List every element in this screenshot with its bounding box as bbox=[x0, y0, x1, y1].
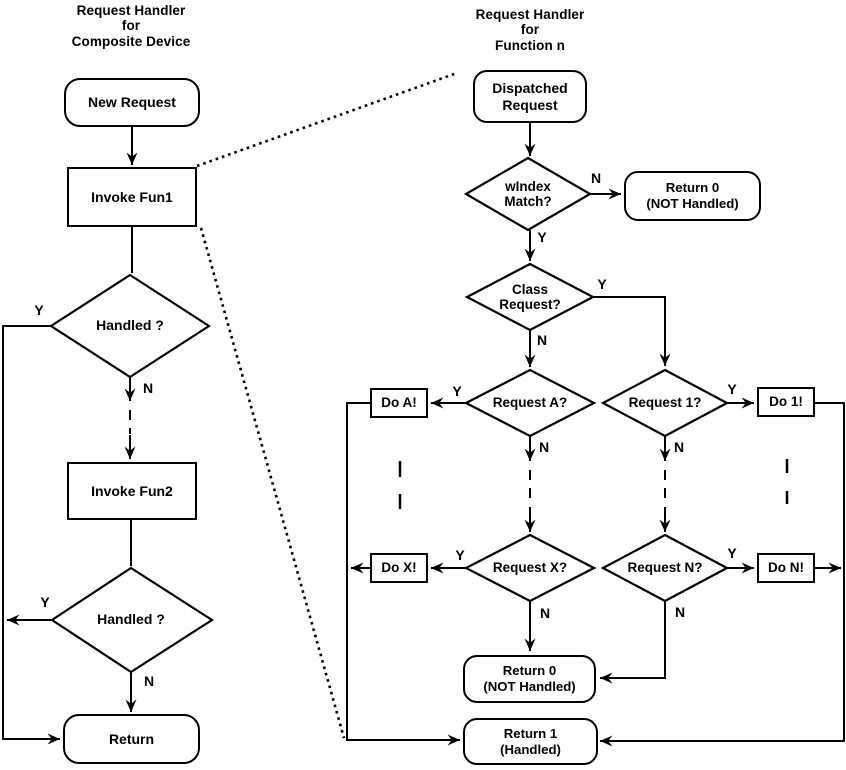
node-return1-line1: Return 1 bbox=[503, 725, 558, 741]
decision-handled2-label: Handled ? bbox=[62, 606, 200, 634]
node-new-request-label: New Request bbox=[88, 94, 176, 111]
node-return1-line2: (Handled) bbox=[500, 741, 561, 757]
node-invoke-fun1: Invoke Fun1 bbox=[67, 167, 197, 227]
edge-label-requestx-yes: Y bbox=[455, 547, 465, 563]
node-dispatched-request: Dispatched Request bbox=[473, 70, 587, 123]
decision-windex-line2: Match? bbox=[504, 194, 552, 209]
edge-label-windex-yes: Y bbox=[537, 229, 547, 245]
decision-class-line2: Request? bbox=[499, 297, 561, 312]
node-do-a-label: Do A! bbox=[381, 395, 417, 411]
node-return-left: Return bbox=[63, 714, 200, 764]
edge-handled1-yes-to-return bbox=[2, 325, 60, 745]
node-return0-top: Return 0 (NOT Handled) bbox=[624, 171, 761, 221]
edge-requestn-no-to-return0 bbox=[600, 601, 666, 684]
decision-requestn-text: Request N? bbox=[627, 560, 703, 576]
edge-label-requesta-yes: Y bbox=[452, 383, 462, 399]
node-return0-top-line1: Return 0 bbox=[665, 180, 720, 196]
edge-label-request1-no: N bbox=[673, 439, 685, 455]
edge-label-requestn-no: N bbox=[674, 604, 686, 620]
node-do-1-label: Do 1! bbox=[769, 394, 803, 410]
decision-requestn-label: Request N? bbox=[601, 554, 729, 582]
decision-requestx-label: Request X? bbox=[466, 554, 594, 582]
node-invoke-fun2: Invoke Fun2 bbox=[67, 462, 197, 520]
decision-shapes-group bbox=[48, 156, 730, 674]
decision-windex-line1: wIndex bbox=[505, 178, 551, 194]
decision-handled1-text: Handled ? bbox=[96, 317, 164, 334]
edge-label-requesta-no: N bbox=[538, 439, 550, 455]
edge-label-windex-no: N bbox=[590, 170, 602, 186]
node-return0-bottom: Return 0 (NOT Handled) bbox=[463, 655, 596, 703]
left-title-line1: Request Handler bbox=[76, 3, 186, 18]
node-invoke-fun2-label: Invoke Fun2 bbox=[91, 482, 173, 499]
node-do-x: Do X! bbox=[370, 553, 428, 583]
edge-class-yes-to-request1 bbox=[592, 296, 671, 366]
decision-requestn-shape bbox=[600, 533, 730, 603]
dotted-expansion-line-bottom bbox=[199, 227, 346, 739]
decision-handled2-text: Handled ? bbox=[97, 611, 165, 628]
edge-do1-trunk-to-return1 bbox=[600, 402, 845, 747]
decision-requesta-shape bbox=[463, 368, 597, 438]
node-invoke-fun1-label: Invoke Fun1 bbox=[91, 188, 173, 205]
node-return1: Return 1 (Handled) bbox=[463, 718, 598, 765]
edge-doa-trunk-to-return1 bbox=[346, 402, 460, 746]
node-do-a: Do A! bbox=[370, 388, 428, 418]
edge-label-class-yes: Y bbox=[597, 276, 607, 292]
decision-request1-shape bbox=[600, 368, 730, 438]
left-title-line2: for bbox=[121, 18, 141, 34]
edge-label-handled2-no: N bbox=[143, 673, 155, 689]
decision-class-shape bbox=[464, 262, 596, 332]
node-new-request: New Request bbox=[64, 78, 200, 127]
left-title-line3: Composite Device bbox=[71, 33, 191, 49]
edge-label-handled1-yes: Y bbox=[34, 302, 44, 318]
edge-label-request1-yes: Y bbox=[727, 381, 737, 397]
decision-request1-label: Request 1? bbox=[601, 389, 729, 417]
edge-label-requestx-no: N bbox=[539, 605, 551, 621]
node-return0-bottom-line2: (NOT Handled) bbox=[483, 679, 576, 694]
node-return-left-label: Return bbox=[108, 730, 155, 747]
decision-requestx-text: Request X? bbox=[492, 560, 568, 576]
node-do-x-label: Do X! bbox=[381, 560, 417, 576]
right-title-line3: Function n bbox=[495, 37, 565, 53]
node-do-n-label: Do N! bbox=[768, 560, 804, 576]
node-do-1: Do 1! bbox=[757, 387, 815, 417]
decision-requesta-text: Request A? bbox=[492, 395, 568, 411]
node-do-n: Do N! bbox=[757, 553, 815, 583]
right-title-line1: Request Handler bbox=[475, 7, 585, 22]
decision-requestx-shape bbox=[463, 533, 597, 603]
decision-request1-text: Request 1? bbox=[628, 395, 702, 411]
edge-label-class-no: N bbox=[536, 332, 548, 348]
right-chart-title: Request Handler for Function n bbox=[430, 7, 630, 53]
edge-label-handled2-yes: Y bbox=[40, 594, 50, 610]
decision-handled1-label: Handled ? bbox=[61, 312, 199, 340]
decision-handled1-shape bbox=[48, 273, 212, 379]
left-chart-title: Request Handler for Composite Device bbox=[31, 3, 231, 49]
edges-group bbox=[2, 71, 845, 747]
node-dispatched-line1: Dispatched bbox=[492, 79, 568, 96]
decision-handled2-shape bbox=[49, 566, 215, 674]
node-dispatched-line2: Request bbox=[502, 96, 558, 113]
decision-requesta-label: Request A? bbox=[466, 389, 594, 417]
node-return0-bottom-line1: Return 0 bbox=[502, 663, 557, 679]
right-title-line2: for bbox=[520, 22, 540, 38]
edge-label-handled1-no: N bbox=[142, 380, 154, 396]
decision-windex-label: wIndex Match? bbox=[468, 166, 588, 222]
node-return0-top-line2: (NOT Handled) bbox=[646, 196, 739, 211]
decision-windex-shape bbox=[463, 156, 593, 232]
decision-class-line1: Class bbox=[511, 281, 549, 297]
edge-label-requestn-yes: Y bbox=[727, 545, 737, 561]
dotted-expansion-line-top bbox=[196, 71, 458, 168]
decision-class-label: Class Request? bbox=[470, 269, 590, 325]
